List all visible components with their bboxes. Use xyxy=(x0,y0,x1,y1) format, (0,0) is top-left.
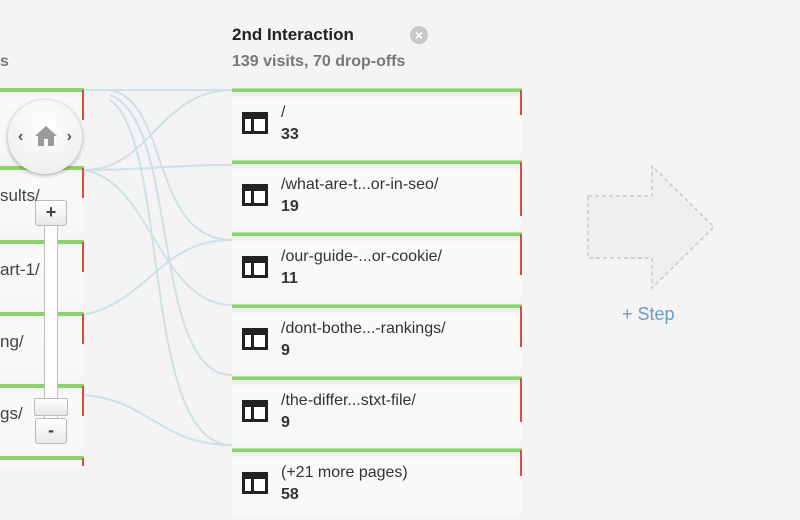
page-path: /what-are-t...or-in-seo/ xyxy=(281,176,439,193)
flow-line xyxy=(83,164,233,171)
visit-count: 33 xyxy=(281,126,299,143)
page-node[interactable]: (+21 more pages) 58 xyxy=(232,448,522,518)
add-step-link[interactable]: + Step xyxy=(622,304,675,324)
page-layout-icon xyxy=(242,112,268,134)
visit-count: 11 xyxy=(281,270,298,287)
previous-column-heading: s xyxy=(0,53,9,70)
zoom-out-button[interactable]: - xyxy=(35,418,67,444)
page-layout-icon xyxy=(242,472,268,494)
previous-node[interactable]: art-1/ xyxy=(0,240,84,308)
page-path: / xyxy=(281,104,286,121)
page-layout-icon xyxy=(242,184,268,206)
dropoff-bar xyxy=(520,162,522,216)
arrow-right-icon[interactable] xyxy=(586,164,716,290)
dropoff-bar xyxy=(520,306,522,347)
column-summary: 139 visits, 70 drop-offs xyxy=(232,53,406,70)
flow-line xyxy=(83,89,233,171)
previous-node-label: ng/ xyxy=(0,332,24,351)
flow-line xyxy=(83,169,233,306)
zoom-in-button[interactable]: + xyxy=(35,200,67,226)
visit-count: 19 xyxy=(281,198,299,215)
visit-count: 58 xyxy=(281,486,299,503)
page-path: /the-differ...stxt-file/ xyxy=(281,392,416,409)
previous-node-label: gs/ xyxy=(0,404,23,423)
pan-control[interactable]: ‹ › xyxy=(8,100,82,174)
page-layout-icon xyxy=(242,256,268,278)
flow-line xyxy=(109,99,233,446)
zoom-slider-track[interactable] xyxy=(44,214,58,426)
page-path: /our-guide-...or-cookie/ xyxy=(281,248,442,265)
dropoff-bar xyxy=(520,234,522,275)
close-icon[interactable]: × xyxy=(410,26,428,44)
previous-node-label: sults/ xyxy=(0,186,40,205)
page-node[interactable]: /the-differ...stxt-file/ 9 xyxy=(232,376,522,446)
previous-node[interactable]: ng/ xyxy=(0,312,84,380)
visit-count: 9 xyxy=(281,342,290,359)
flow-line xyxy=(109,94,233,376)
page-path: /dont-bothe...-rankings/ xyxy=(281,320,446,337)
dropoff-bar xyxy=(520,90,522,115)
pan-left-button[interactable]: ‹ xyxy=(18,128,24,145)
page-layout-icon xyxy=(242,328,268,350)
dropoff-bar xyxy=(520,450,522,476)
zoom-slider-handle[interactable] xyxy=(34,398,68,416)
page-node[interactable]: /our-guide-...or-cookie/ 11 xyxy=(232,232,522,302)
home-icon[interactable] xyxy=(34,125,58,147)
page-path: (+21 more pages) xyxy=(281,464,408,481)
page-layout-icon xyxy=(242,400,268,422)
pan-right-button[interactable]: › xyxy=(66,128,72,145)
visit-count: 9 xyxy=(281,414,290,431)
flow-line xyxy=(83,394,233,446)
flow-line xyxy=(83,239,233,316)
flow-line xyxy=(109,89,233,241)
page-node[interactable]: / 33 xyxy=(232,88,522,158)
page-node[interactable]: /what-are-t...or-in-seo/ 19 xyxy=(232,160,522,230)
column-title: 2nd Interaction xyxy=(232,25,354,44)
dropoff-bar xyxy=(520,378,522,422)
previous-node[interactable] xyxy=(0,456,84,468)
previous-node-label: art-1/ xyxy=(0,260,40,279)
page-node[interactable]: /dont-bothe...-rankings/ 9 xyxy=(232,304,522,374)
